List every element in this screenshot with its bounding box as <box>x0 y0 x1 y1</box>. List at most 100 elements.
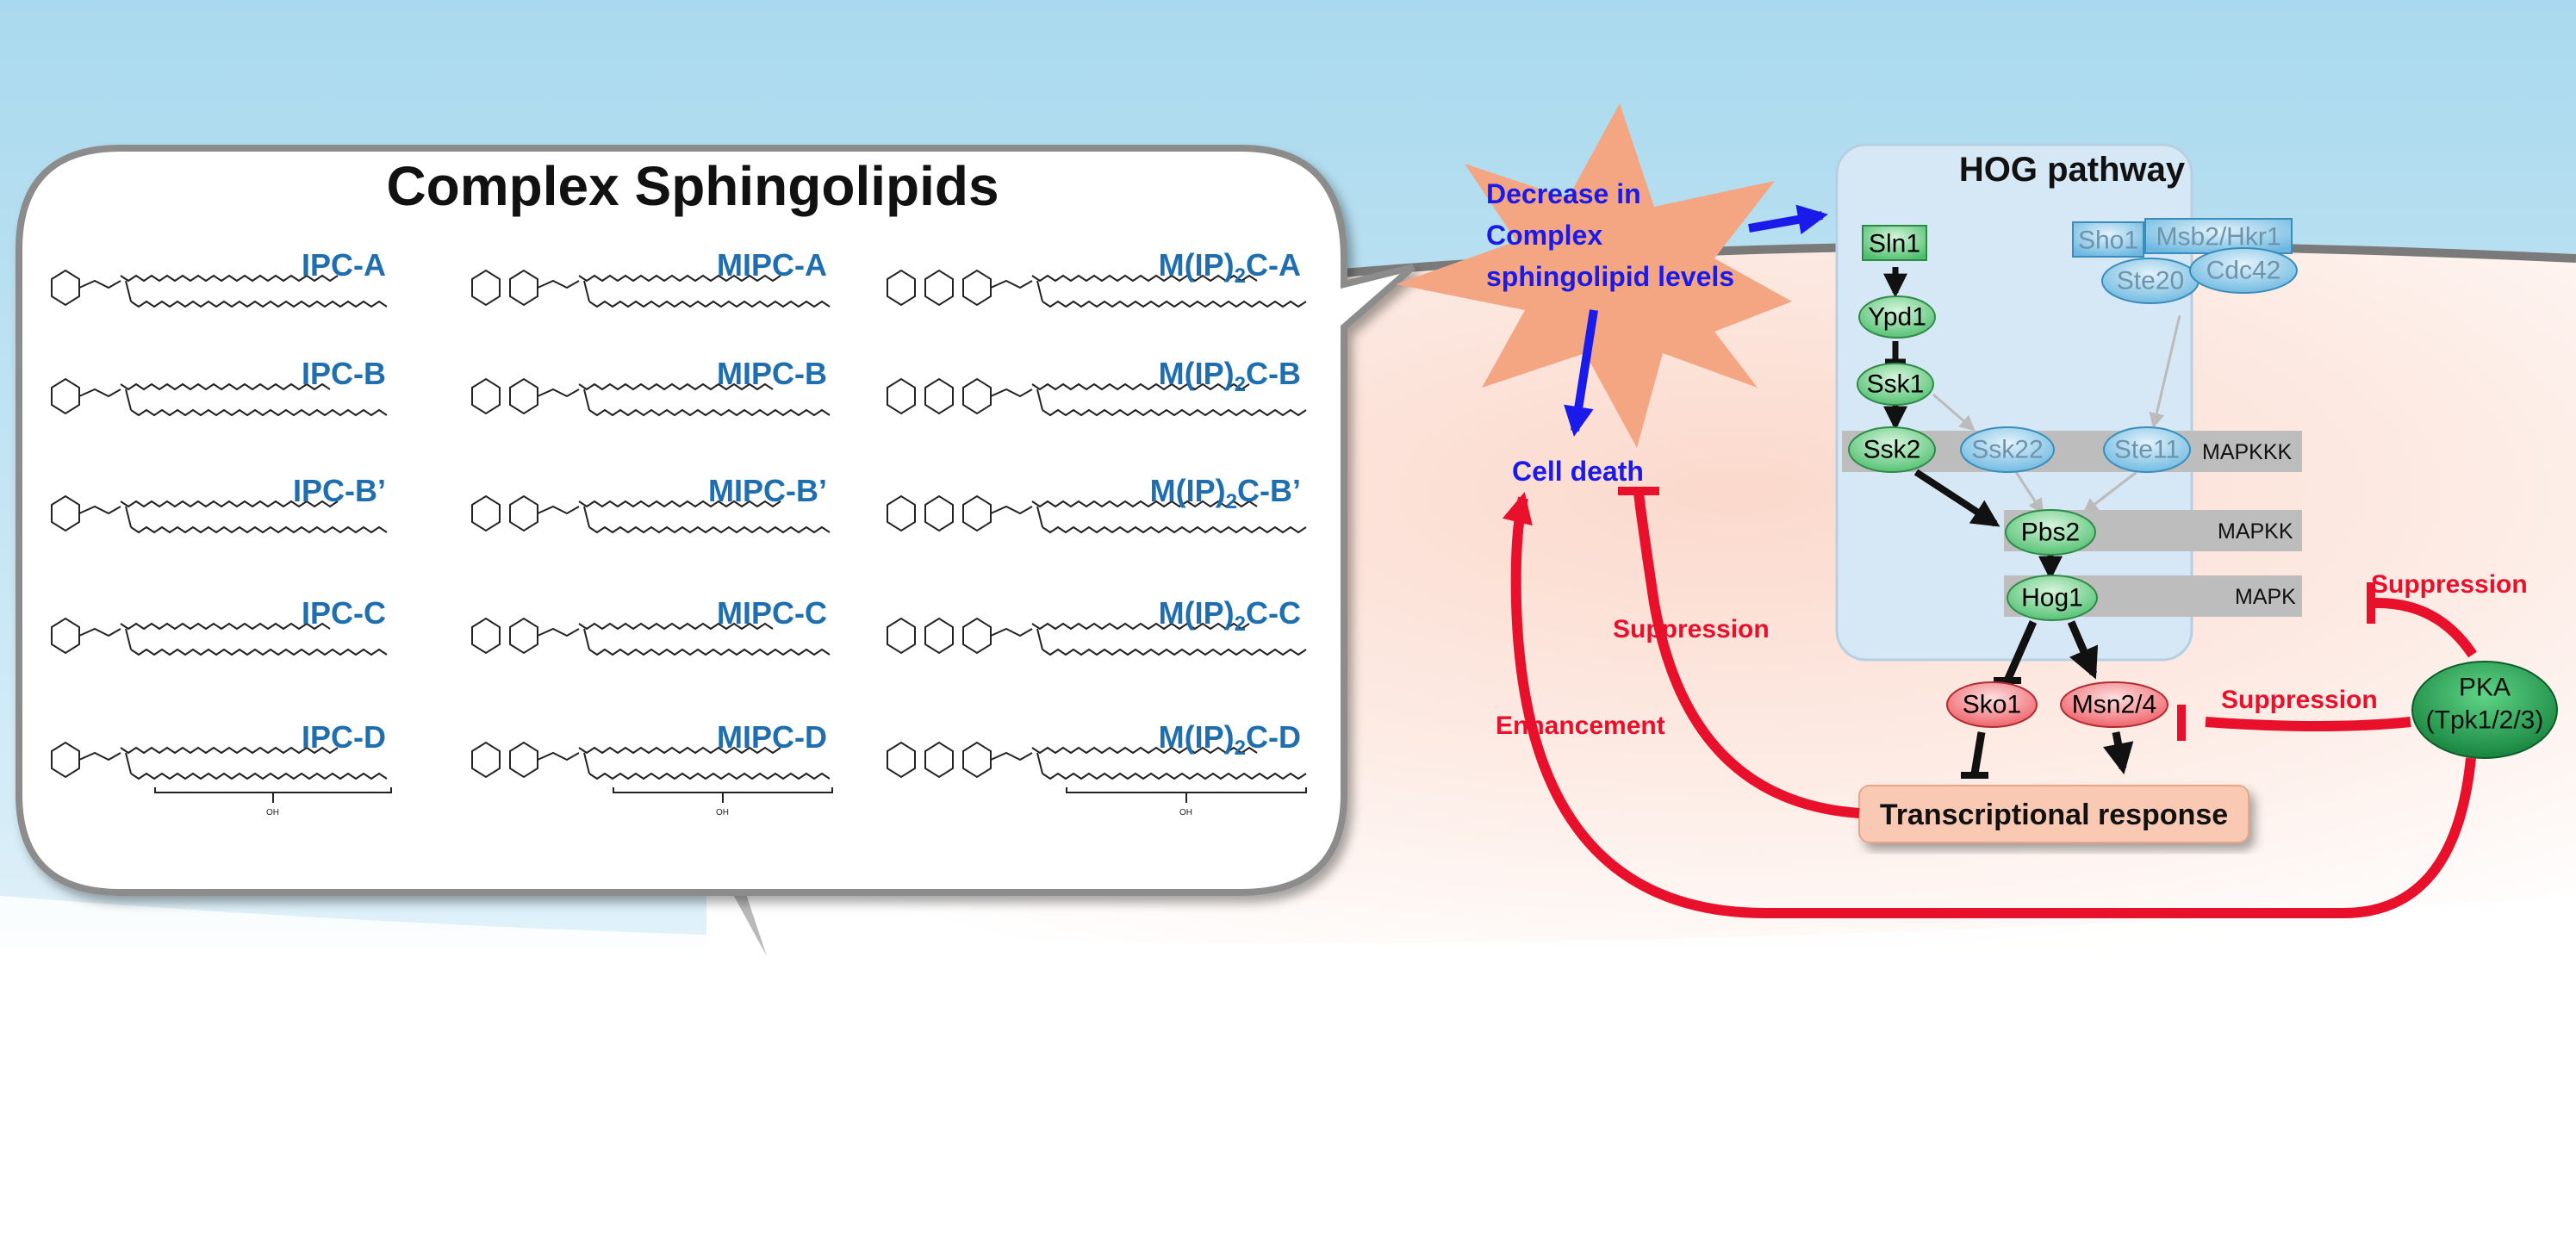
lipid-entry: M(IP)2C-B’ <box>887 473 1307 534</box>
phosphate-linker <box>990 388 1033 398</box>
hog1-label: Hog1 <box>2021 584 2083 612</box>
sko1-to-tr-inhibit <box>1970 731 1986 774</box>
lipid-name: M(IP)2C-B’ <box>1150 473 1301 513</box>
fatty-acid-chain <box>588 408 831 417</box>
amide-bond <box>583 506 590 528</box>
amide-bond <box>125 506 132 528</box>
fatty-acid-chain <box>130 772 388 780</box>
lipid-entry: IPC-A <box>51 247 388 308</box>
phosphate-linker <box>537 279 580 289</box>
inositol-ring <box>887 269 916 307</box>
sphingoid-chain <box>578 274 781 283</box>
pka-enhance-death-line <box>1502 491 2476 918</box>
sphingolipid-title: Complex Sphingolipids <box>386 155 999 217</box>
amide-bond <box>125 280 132 302</box>
ssk2-to-pbs2-arrow <box>1913 469 2000 527</box>
sphingoid-chain <box>120 382 331 391</box>
lipid-name: IPC-C <box>302 595 386 631</box>
cdc42-node: Cdc42 <box>2189 247 2298 294</box>
sphingolipid-bubble: Complex Sphingolipids <box>16 145 1416 956</box>
pka-label: PKA <box>2459 674 2511 702</box>
inositol-ring <box>471 494 501 532</box>
inositol-ring <box>887 741 916 779</box>
cdc42-to-ste11-arrow <box>2149 314 2181 429</box>
amide-bond <box>583 389 590 411</box>
ypd1-node: Ypd1 <box>1858 295 1936 339</box>
amide-bond <box>583 280 590 302</box>
inositol-ring <box>509 269 538 307</box>
phosphate-linker <box>990 751 1033 761</box>
lipid-name: MIPC-B <box>717 356 827 391</box>
lipid-entry: M(IP)2C-B <box>887 356 1307 417</box>
lipid-entry: M(IP)2C-C <box>887 595 1307 656</box>
pka-suppress-msn-line <box>2205 717 2411 731</box>
sphingoid-chain <box>1031 746 1258 755</box>
mapk-label: MAPK <box>2235 585 2296 609</box>
suppression-msn-label: Suppression <box>2221 686 2378 714</box>
inositol-ring <box>471 741 501 779</box>
inositol-ring <box>962 741 992 779</box>
fatty-acid-chain <box>588 772 831 780</box>
lipid-name: M(IP)2C-D <box>1159 719 1301 760</box>
msn24-node: Msn2/4 <box>2060 681 2168 728</box>
inositol-ring <box>962 377 992 415</box>
inositol-ring <box>471 269 501 307</box>
phosphate-linker <box>537 751 580 761</box>
phosphate-linker <box>78 751 121 761</box>
ste11-label: Ste11 <box>2114 436 2180 464</box>
sphingoid-chain <box>1031 500 1258 508</box>
lipid-name: IPC-B <box>302 356 386 391</box>
phosphate-linker <box>990 279 1033 289</box>
stimulus-to-death-arrow <box>1564 309 1598 437</box>
lipid-entry: IPC-B’ <box>51 473 388 534</box>
inositol-ring <box>924 494 954 532</box>
inositol-ring <box>51 741 80 779</box>
enhancement-label: Enhancement <box>1496 712 1665 740</box>
phosphate-linker <box>990 627 1033 637</box>
inositol-ring <box>471 377 501 415</box>
amide-bond <box>1036 752 1043 774</box>
transcription-box: Transcriptional response <box>1858 785 2249 843</box>
inositol-ring <box>887 494 916 532</box>
sphingoid-chain <box>120 500 339 508</box>
sphingoid-chain <box>578 382 774 391</box>
sphingoid-chain <box>578 500 781 508</box>
ypd1-label: Ypd1 <box>1868 303 1926 332</box>
phosphate-linker <box>537 388 580 398</box>
ssk22-node: Ssk22 <box>1960 426 2055 473</box>
inositol-ring <box>51 269 80 307</box>
amide-bond <box>125 389 132 411</box>
ssk1-label: Ssk1 <box>1867 370 1925 399</box>
inositol-ring <box>471 617 501 655</box>
bubble-body <box>16 145 1416 896</box>
fatty-acid-chain <box>588 648 831 656</box>
star-shape <box>1396 103 1792 448</box>
ssk2-node: Ssk2 <box>1848 426 1936 473</box>
lipid-entry: MIPC-A <box>471 247 831 308</box>
fatty-acid-chain <box>130 408 388 417</box>
amide-bond <box>125 628 132 650</box>
sho1-label: Sho1 <box>2078 227 2138 255</box>
inositol-ring <box>509 494 538 532</box>
lipid-entry: IPC-C <box>51 595 388 656</box>
inositol-ring <box>962 269 992 307</box>
ste11-to-pbs2-arrow <box>2082 470 2137 514</box>
amide-bond <box>1036 628 1043 650</box>
pka-sublabel: (Tpk1/2/3) <box>2426 706 2544 735</box>
inositol-ring <box>887 377 916 415</box>
hydroxyl-label: OH <box>716 808 729 817</box>
lipid-name: MIPC-C <box>717 595 827 631</box>
lipid-name: MIPC-A <box>717 247 827 283</box>
bottom-fade <box>0 896 2576 956</box>
inositol-ring <box>887 617 916 655</box>
tr-suppress-death-line <box>1633 492 1860 818</box>
fatty-acid-chain <box>1042 772 1307 780</box>
stimulus-line-1: Decrease in <box>1486 178 1641 209</box>
sphingoid-chain <box>120 274 339 283</box>
fatty-acid-chain <box>1042 525 1307 534</box>
ssk1-node: Ssk1 <box>1857 363 1934 406</box>
fatty-acid-chain <box>1042 300 1307 308</box>
